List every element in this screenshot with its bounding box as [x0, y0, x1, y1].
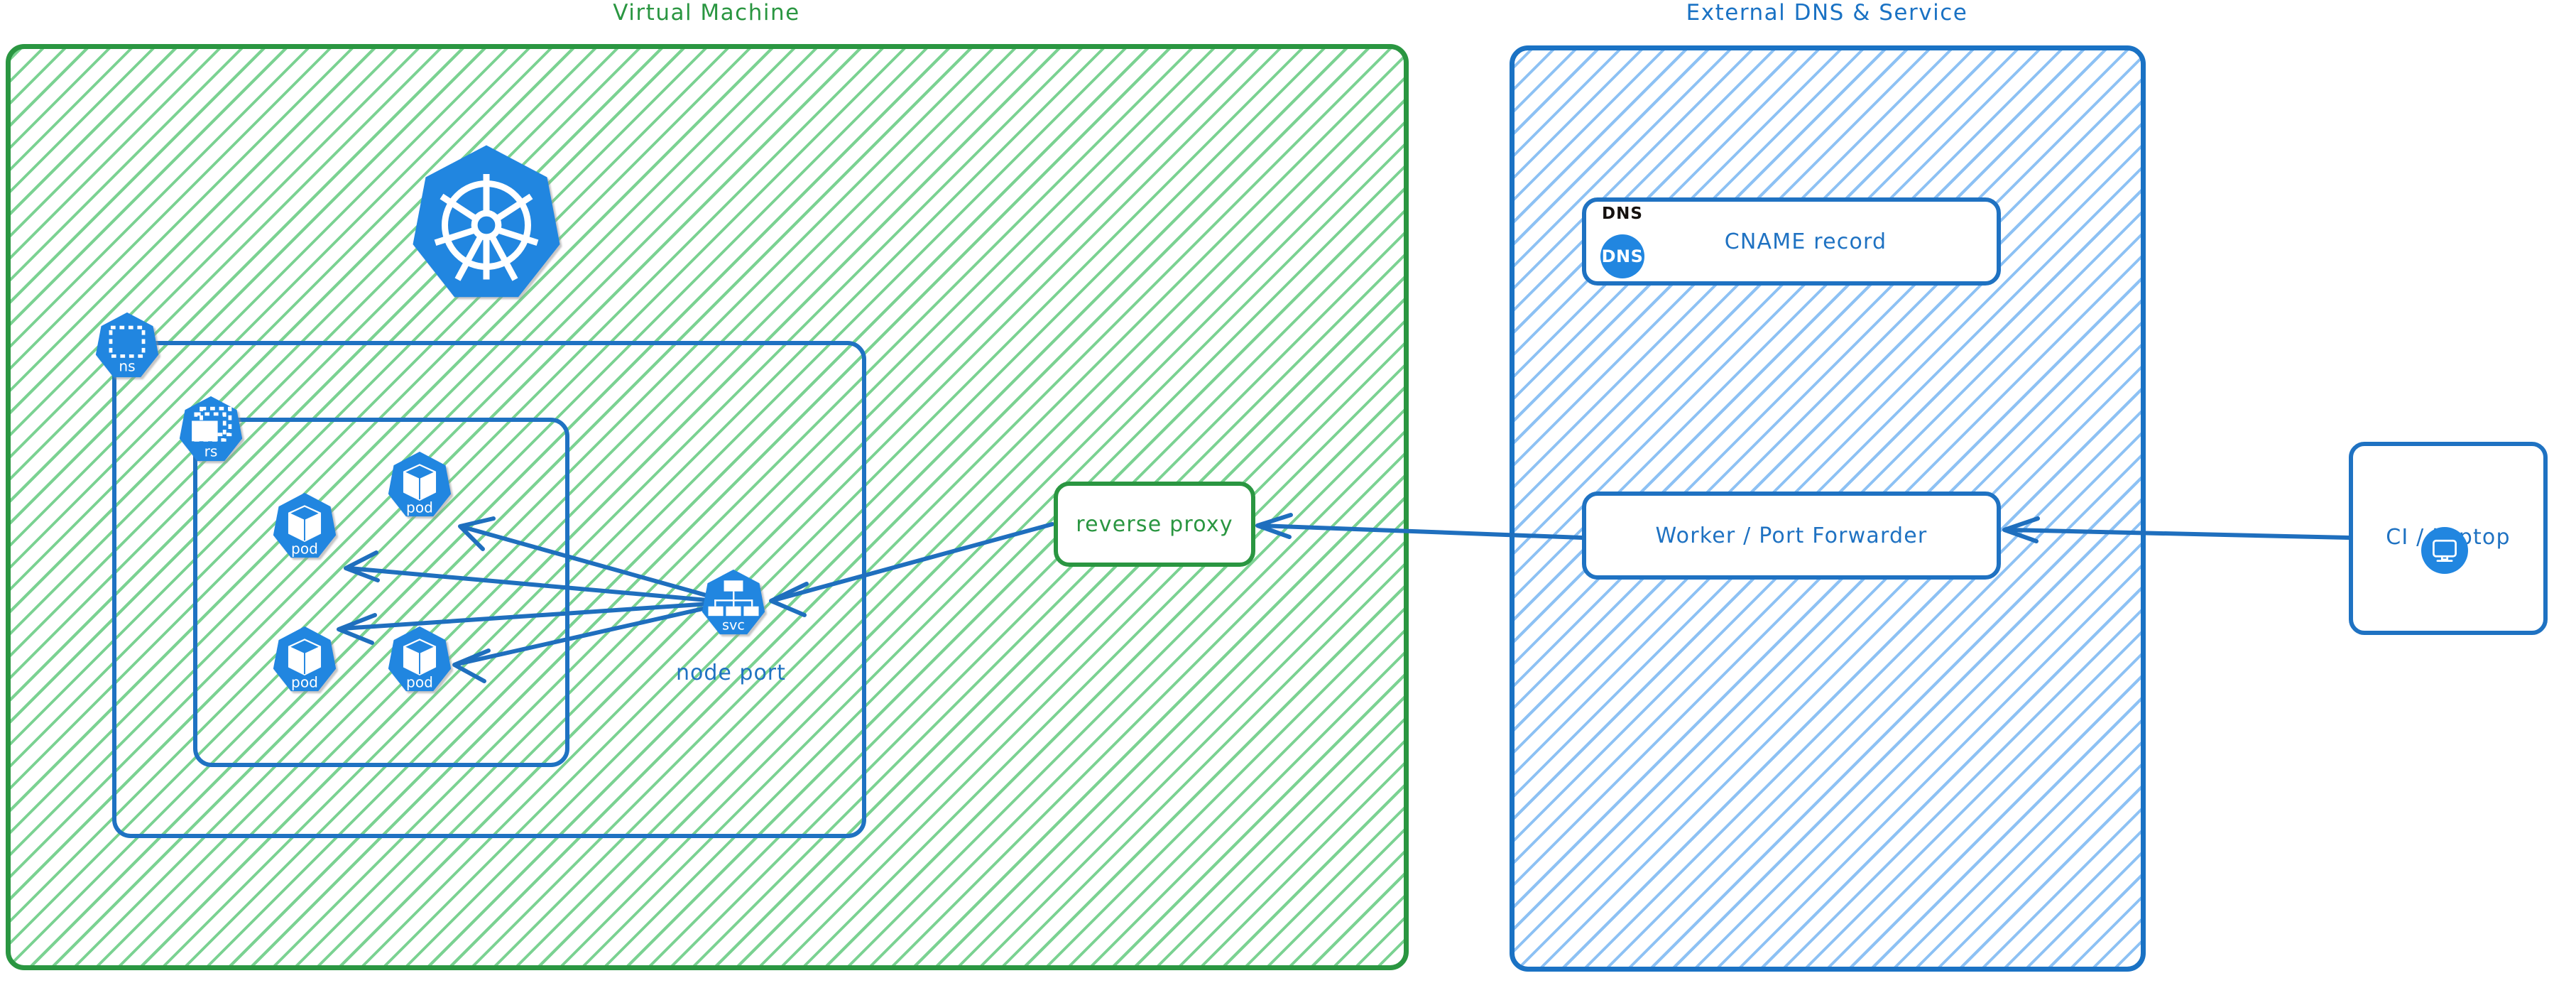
- service-icon: svc: [699, 568, 768, 636]
- svg-text:pod: pod: [406, 673, 433, 690]
- pod-icon-2: pod: [385, 450, 454, 518]
- node-port-label: node port: [676, 661, 786, 685]
- pod-icon-3: pod: [270, 625, 339, 693]
- desktop-monitor-icon: [2421, 527, 2468, 574]
- svg-text:pod: pod: [406, 499, 433, 516]
- svg-text:rs: rs: [204, 442, 218, 460]
- svg-text:pod: pod: [291, 540, 318, 557]
- replicaset-frame: [193, 418, 569, 767]
- namespace-icon: ns: [92, 311, 162, 379]
- worker-port-forwarder-box[interactable]: Worker / Port Forwarder: [1582, 492, 2001, 580]
- replicaset-icon: rs: [176, 395, 246, 463]
- pod-icon-1: pod: [270, 492, 339, 560]
- kubernetes-logo-icon: [405, 142, 568, 302]
- dns-tag-label: DNS: [1602, 205, 1643, 223]
- svg-text:svc: svc: [722, 617, 745, 633]
- zone-title-external-dns-service: External DNS & Service: [1686, 0, 1968, 26]
- cname-record-label: CNAME record: [1724, 229, 1887, 254]
- reverse-proxy-box[interactable]: reverse proxy: [1054, 482, 1255, 567]
- pod-icon-4: pod: [385, 625, 454, 693]
- svg-text:pod: pod: [291, 673, 318, 690]
- worker-port-forwarder-label: Worker / Port Forwarder: [1655, 523, 1928, 548]
- reverse-proxy-label: reverse proxy: [1076, 511, 1233, 537]
- svg-text:ns: ns: [119, 357, 135, 374]
- dns-badge-icon: DNS: [1600, 234, 1644, 278]
- dns-cname-box[interactable]: CNAME record: [1582, 197, 2001, 286]
- zone-title-virtual-machine: Virtual Machine: [613, 0, 800, 26]
